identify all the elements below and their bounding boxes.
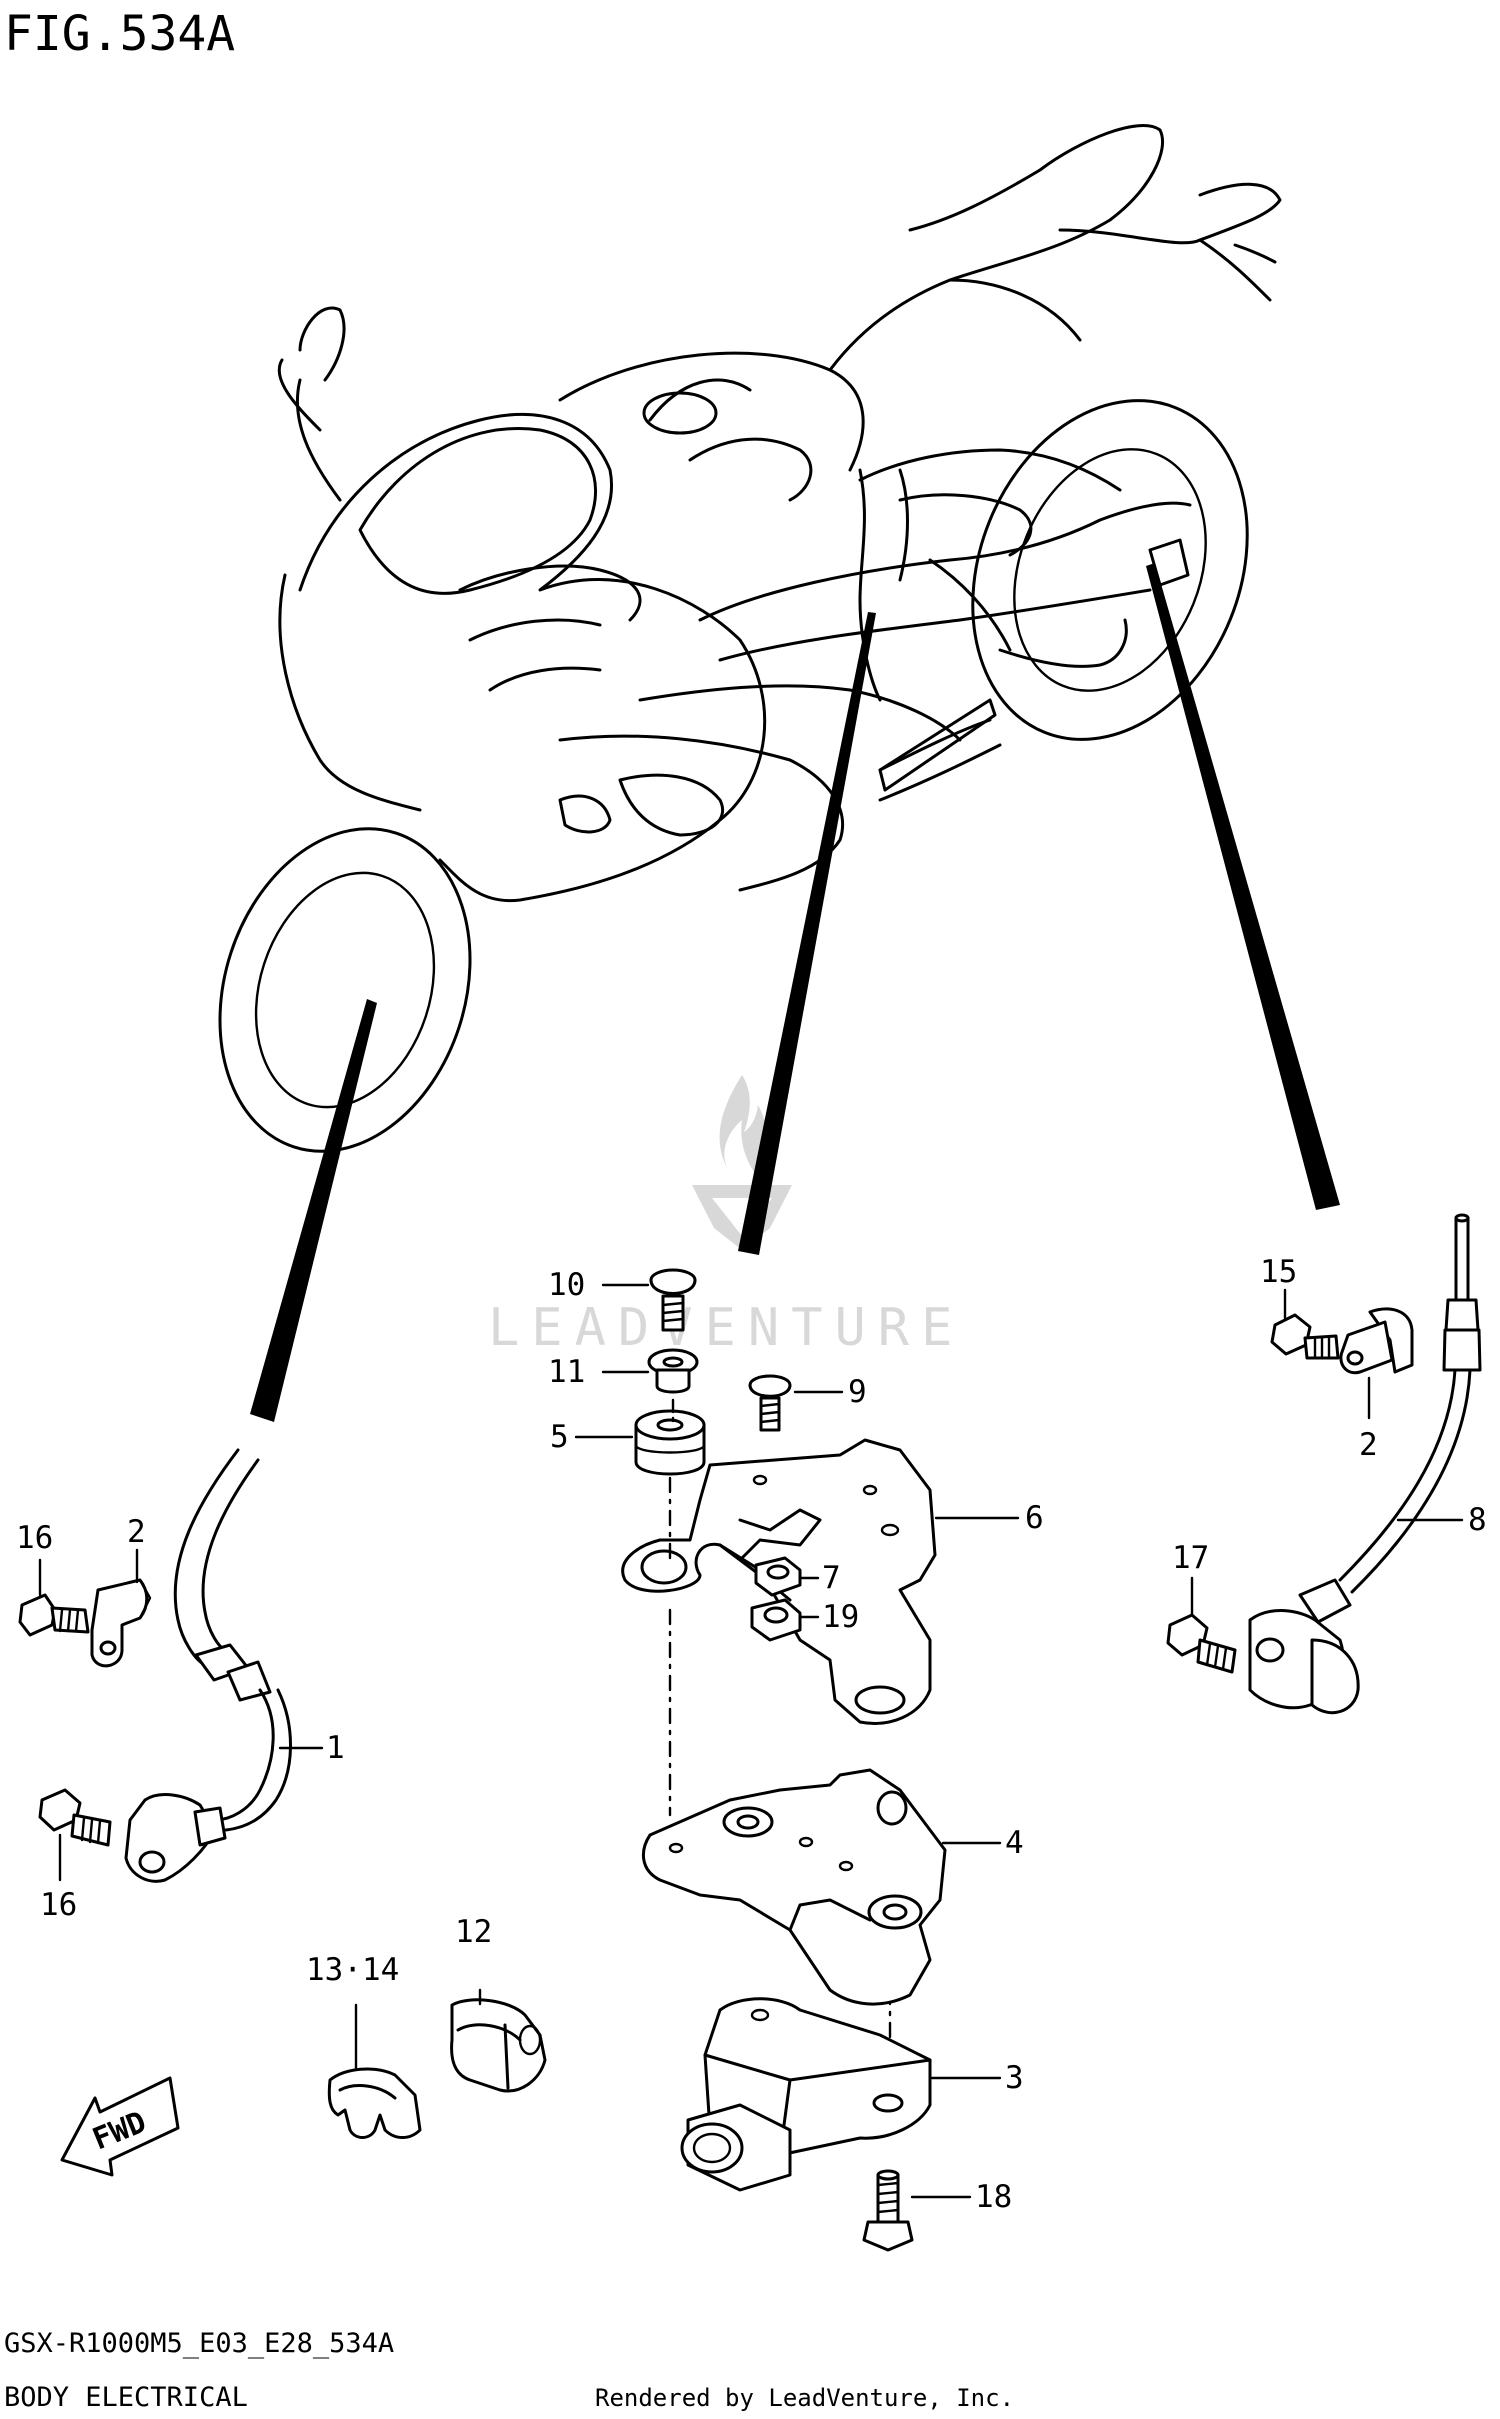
part-7-nut[interactable] <box>754 1556 802 1597</box>
callout-1: 1 <box>326 1730 345 1766</box>
part-18-bolt[interactable] <box>862 2169 914 2252</box>
callout-10: 10 <box>548 1267 585 1303</box>
callout-15: 15 <box>1260 1254 1297 1290</box>
part-11-collar[interactable] <box>647 1348 699 1394</box>
callout-2-left: 2 <box>127 1514 146 1550</box>
leader-arrow-front <box>250 999 377 1422</box>
callout-6: 6 <box>1025 1500 1044 1536</box>
callout-leaders <box>38 1283 1464 2199</box>
flame-logo-icon <box>719 1075 768 1180</box>
category-label: BODY ELECTRICAL <box>4 2382 248 2413</box>
leader-arrow-rear <box>1146 563 1340 1210</box>
callout-9: 9 <box>848 1374 867 1410</box>
watermark: LEADVENTURE <box>488 1075 964 1358</box>
assembly-lines <box>668 1398 892 2092</box>
callout-18: 18 <box>975 2179 1012 2215</box>
callout-13-14: 13·14 <box>306 1952 399 1988</box>
part-9-screw[interactable] <box>748 1374 792 1432</box>
callout-4: 4 <box>1005 1825 1024 1861</box>
part-10-screw[interactable] <box>649 1268 697 1332</box>
render-credit: Rendered by LeadVenture, Inc. <box>595 2384 1014 2412</box>
diagram-code: GSX-R1000M5_E03_E28_534A <box>4 2328 394 2359</box>
part-1-front-speed-sensor[interactable] <box>124 1448 292 1883</box>
callout-3: 3 <box>1005 2060 1024 2096</box>
callout-11: 11 <box>548 1354 585 1390</box>
part-16-bolt-upper[interactable] <box>18 1593 90 1637</box>
callout-2-right: 2 <box>1359 1427 1378 1463</box>
callout-16-upper: 16 <box>16 1520 53 1556</box>
part-2-clamp-right[interactable] <box>1339 1307 1414 1375</box>
part-13-14-clip[interactable] <box>327 2067 422 2139</box>
callout-12: 12 <box>455 1914 492 1950</box>
part-12-clip[interactable] <box>450 1998 547 2093</box>
callout-8: 8 <box>1468 1502 1487 1538</box>
part-5-grommet[interactable] <box>634 1409 706 1476</box>
part-8-rear-speed-sensor[interactable] <box>1248 1213 1482 1715</box>
part-3-control-module[interactable] <box>680 1997 932 2192</box>
callout-5: 5 <box>550 1419 569 1455</box>
motorcycle-illustration <box>218 124 1340 1422</box>
part-16-bolt-lower[interactable] <box>38 1788 112 1847</box>
figure-title: FIG.534A <box>4 6 235 62</box>
part-17-bolt[interactable] <box>1166 1613 1237 1674</box>
fwd-direction-arrow: FWD <box>60 2076 180 2177</box>
callout-numbers: 1 2 2 3 4 5 6 7 8 9 10 11 12 13·14 15 16… <box>16 1254 1487 2215</box>
callout-16-lower: 16 <box>40 1887 77 1923</box>
part-4-plate[interactable] <box>641 1768 947 2006</box>
watermark-text: LEADVENTURE <box>488 1298 964 1358</box>
leader-arrow-center <box>738 612 876 1255</box>
part-2-clamp-left[interactable] <box>90 1578 152 1668</box>
callout-7: 7 <box>822 1560 841 1596</box>
part-15-bolt[interactable] <box>1270 1313 1340 1360</box>
callout-19: 19 <box>822 1599 859 1635</box>
part-19-nut[interactable] <box>750 1598 802 1642</box>
callout-17: 17 <box>1172 1540 1209 1576</box>
